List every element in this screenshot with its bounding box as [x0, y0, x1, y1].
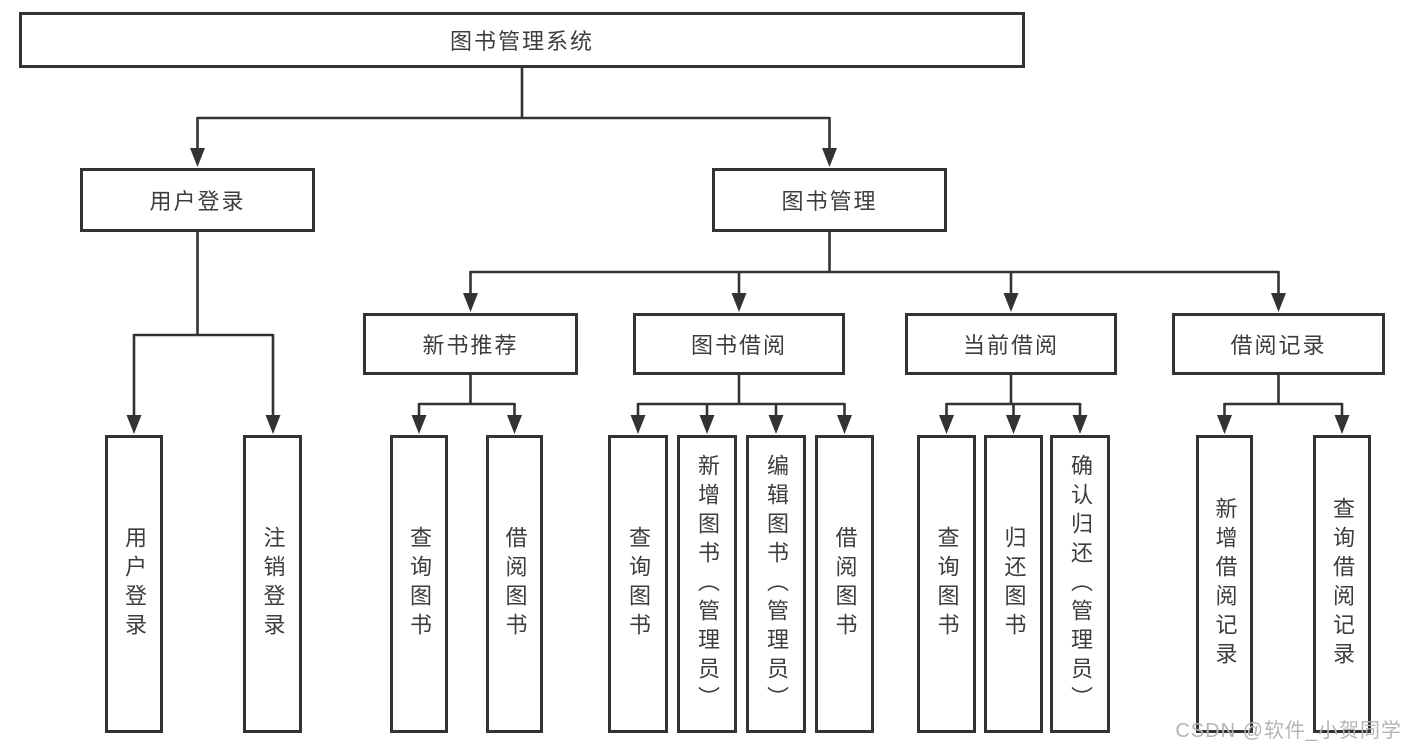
- leaf-borrow-books-1-label: 借阅图书: [502, 526, 528, 642]
- leaf-return-books: 归还图书: [984, 435, 1043, 733]
- leaf-logout-label: 注销登录: [260, 526, 286, 642]
- node-current-borrow: 当前借阅: [905, 313, 1117, 375]
- node-user-login-label: 用户登录: [149, 189, 246, 214]
- leaf-edit-books-admin: 编辑图书（管理员）: [746, 435, 806, 733]
- leaf-borrow-books-1: 借阅图书: [486, 435, 543, 733]
- leaf-logout: 注销登录: [243, 435, 302, 733]
- leaf-user-login: 用户登录: [105, 435, 163, 733]
- leaf-query-books-1-label: 查询图书: [407, 526, 432, 642]
- node-new-book-recommend: 新书推荐: [363, 313, 578, 375]
- leaf-query-books-2-label: 查询图书: [626, 526, 651, 642]
- leaf-add-books-admin: 新增图书（管理员）: [677, 435, 737, 733]
- leaf-query-books-1: 查询图书: [390, 435, 448, 733]
- csdn-watermark: CSDN @软件_小贺同学: [1175, 720, 1402, 742]
- node-user-login: 用户登录: [80, 168, 315, 232]
- leaf-query-borrow-record-label: 查询借阅记录: [1330, 497, 1355, 671]
- node-book-management-label: 图书管理: [781, 189, 878, 214]
- leaf-confirm-return-admin: 确认归还（管理员）: [1050, 435, 1110, 733]
- node-borrow-records-label: 借阅记录: [1230, 333, 1327, 358]
- leaf-add-borrow-record: 新增借阅记录: [1196, 435, 1253, 733]
- node-current-borrow-label: 当前借阅: [962, 333, 1059, 358]
- leaf-query-books-2: 查询图书: [608, 435, 668, 733]
- node-book-management: 图书管理: [712, 168, 947, 232]
- leaf-query-books-3-label: 查询图书: [934, 526, 960, 642]
- node-new-book-recommend-label: 新书推荐: [422, 333, 519, 358]
- leaf-add-borrow-record-label: 新增借阅记录: [1212, 497, 1238, 671]
- node-book-borrow: 图书借阅: [633, 313, 845, 375]
- leaf-query-borrow-record: 查询借阅记录: [1313, 435, 1371, 733]
- leaf-add-books-admin-label: 新增图书（管理员）: [695, 453, 720, 715]
- node-root: 图书管理系统: [19, 12, 1025, 68]
- leaf-borrow-books-2: 借阅图书: [815, 435, 874, 733]
- leaf-edit-books-admin-label: 编辑图书（管理员）: [764, 453, 789, 715]
- leaf-return-books-label: 归还图书: [1001, 526, 1027, 642]
- node-book-borrow-label: 图书借阅: [690, 333, 787, 358]
- node-borrow-records: 借阅记录: [1172, 313, 1385, 375]
- leaf-user-login-label: 用户登录: [122, 526, 147, 642]
- node-root-label: 图书管理系统: [449, 29, 594, 54]
- leaf-query-books-3: 查询图书: [917, 435, 976, 733]
- leaf-confirm-return-admin-label: 确认归还（管理员）: [1068, 453, 1093, 715]
- leaf-borrow-books-2-label: 借阅图书: [832, 526, 858, 642]
